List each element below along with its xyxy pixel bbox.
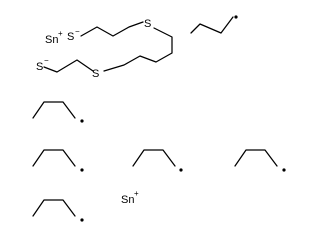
thiolate-bottom: S − <box>36 56 49 73</box>
butyl-radical-1-dot <box>234 15 238 19</box>
butylene-chain-bond <box>103 27 173 72</box>
chemical-structure-diagram: Sn + S − S S S − <box>32 15 286 222</box>
butyl-radical-1-chain <box>190 16 234 34</box>
thioether-sulfur-1-symbol: S <box>144 18 151 30</box>
butyl-radical-6-chain <box>32 199 76 217</box>
thioether-sulfur-1: S <box>144 18 151 30</box>
tin-cation-top-charge: + <box>58 29 63 38</box>
tin-cation-bottom: Sn + <box>121 189 139 206</box>
thiolate-top: S − <box>67 27 80 43</box>
butyl-radical-3-dot <box>80 168 84 172</box>
tin-cation-top-symbol: Sn <box>45 34 58 46</box>
butyl-radical-6 <box>32 199 84 222</box>
thiolate-bottom-charge: − <box>44 56 49 65</box>
butyl-radical-2-dot <box>80 119 84 123</box>
butyl-radical-3-chain <box>32 149 76 167</box>
butyl-radical-3 <box>32 149 84 172</box>
thioether-sulfur-2: S <box>92 68 99 80</box>
tin-cation-top: Sn + <box>45 29 63 46</box>
butyl-radical-5 <box>234 149 286 172</box>
tin-cation-bottom-charge: + <box>134 189 139 198</box>
ethylene-bridge-top-bond <box>80 21 144 37</box>
thiolate-top-symbol: S <box>67 31 74 43</box>
butyl-radical-5-chain <box>234 149 278 167</box>
butyl-radical-2-chain <box>32 101 76 119</box>
butyl-radical-4-dot <box>179 168 183 172</box>
ethylene-bridge-bottom-bond <box>43 59 94 73</box>
tin-cation-bottom-symbol: Sn <box>121 194 134 206</box>
butyl-radical-4 <box>132 149 183 172</box>
butyl-radical-4-chain <box>132 149 176 167</box>
butyl-radical-5-dot <box>282 168 286 172</box>
thiolate-top-charge: − <box>75 27 80 36</box>
butyl-radical-1 <box>190 15 238 34</box>
thioether-sulfur-2-symbol: S <box>92 68 99 80</box>
butyl-radical-2 <box>32 101 84 123</box>
thiolate-bottom-symbol: S <box>36 61 43 73</box>
butyl-radical-6-dot <box>80 218 84 222</box>
